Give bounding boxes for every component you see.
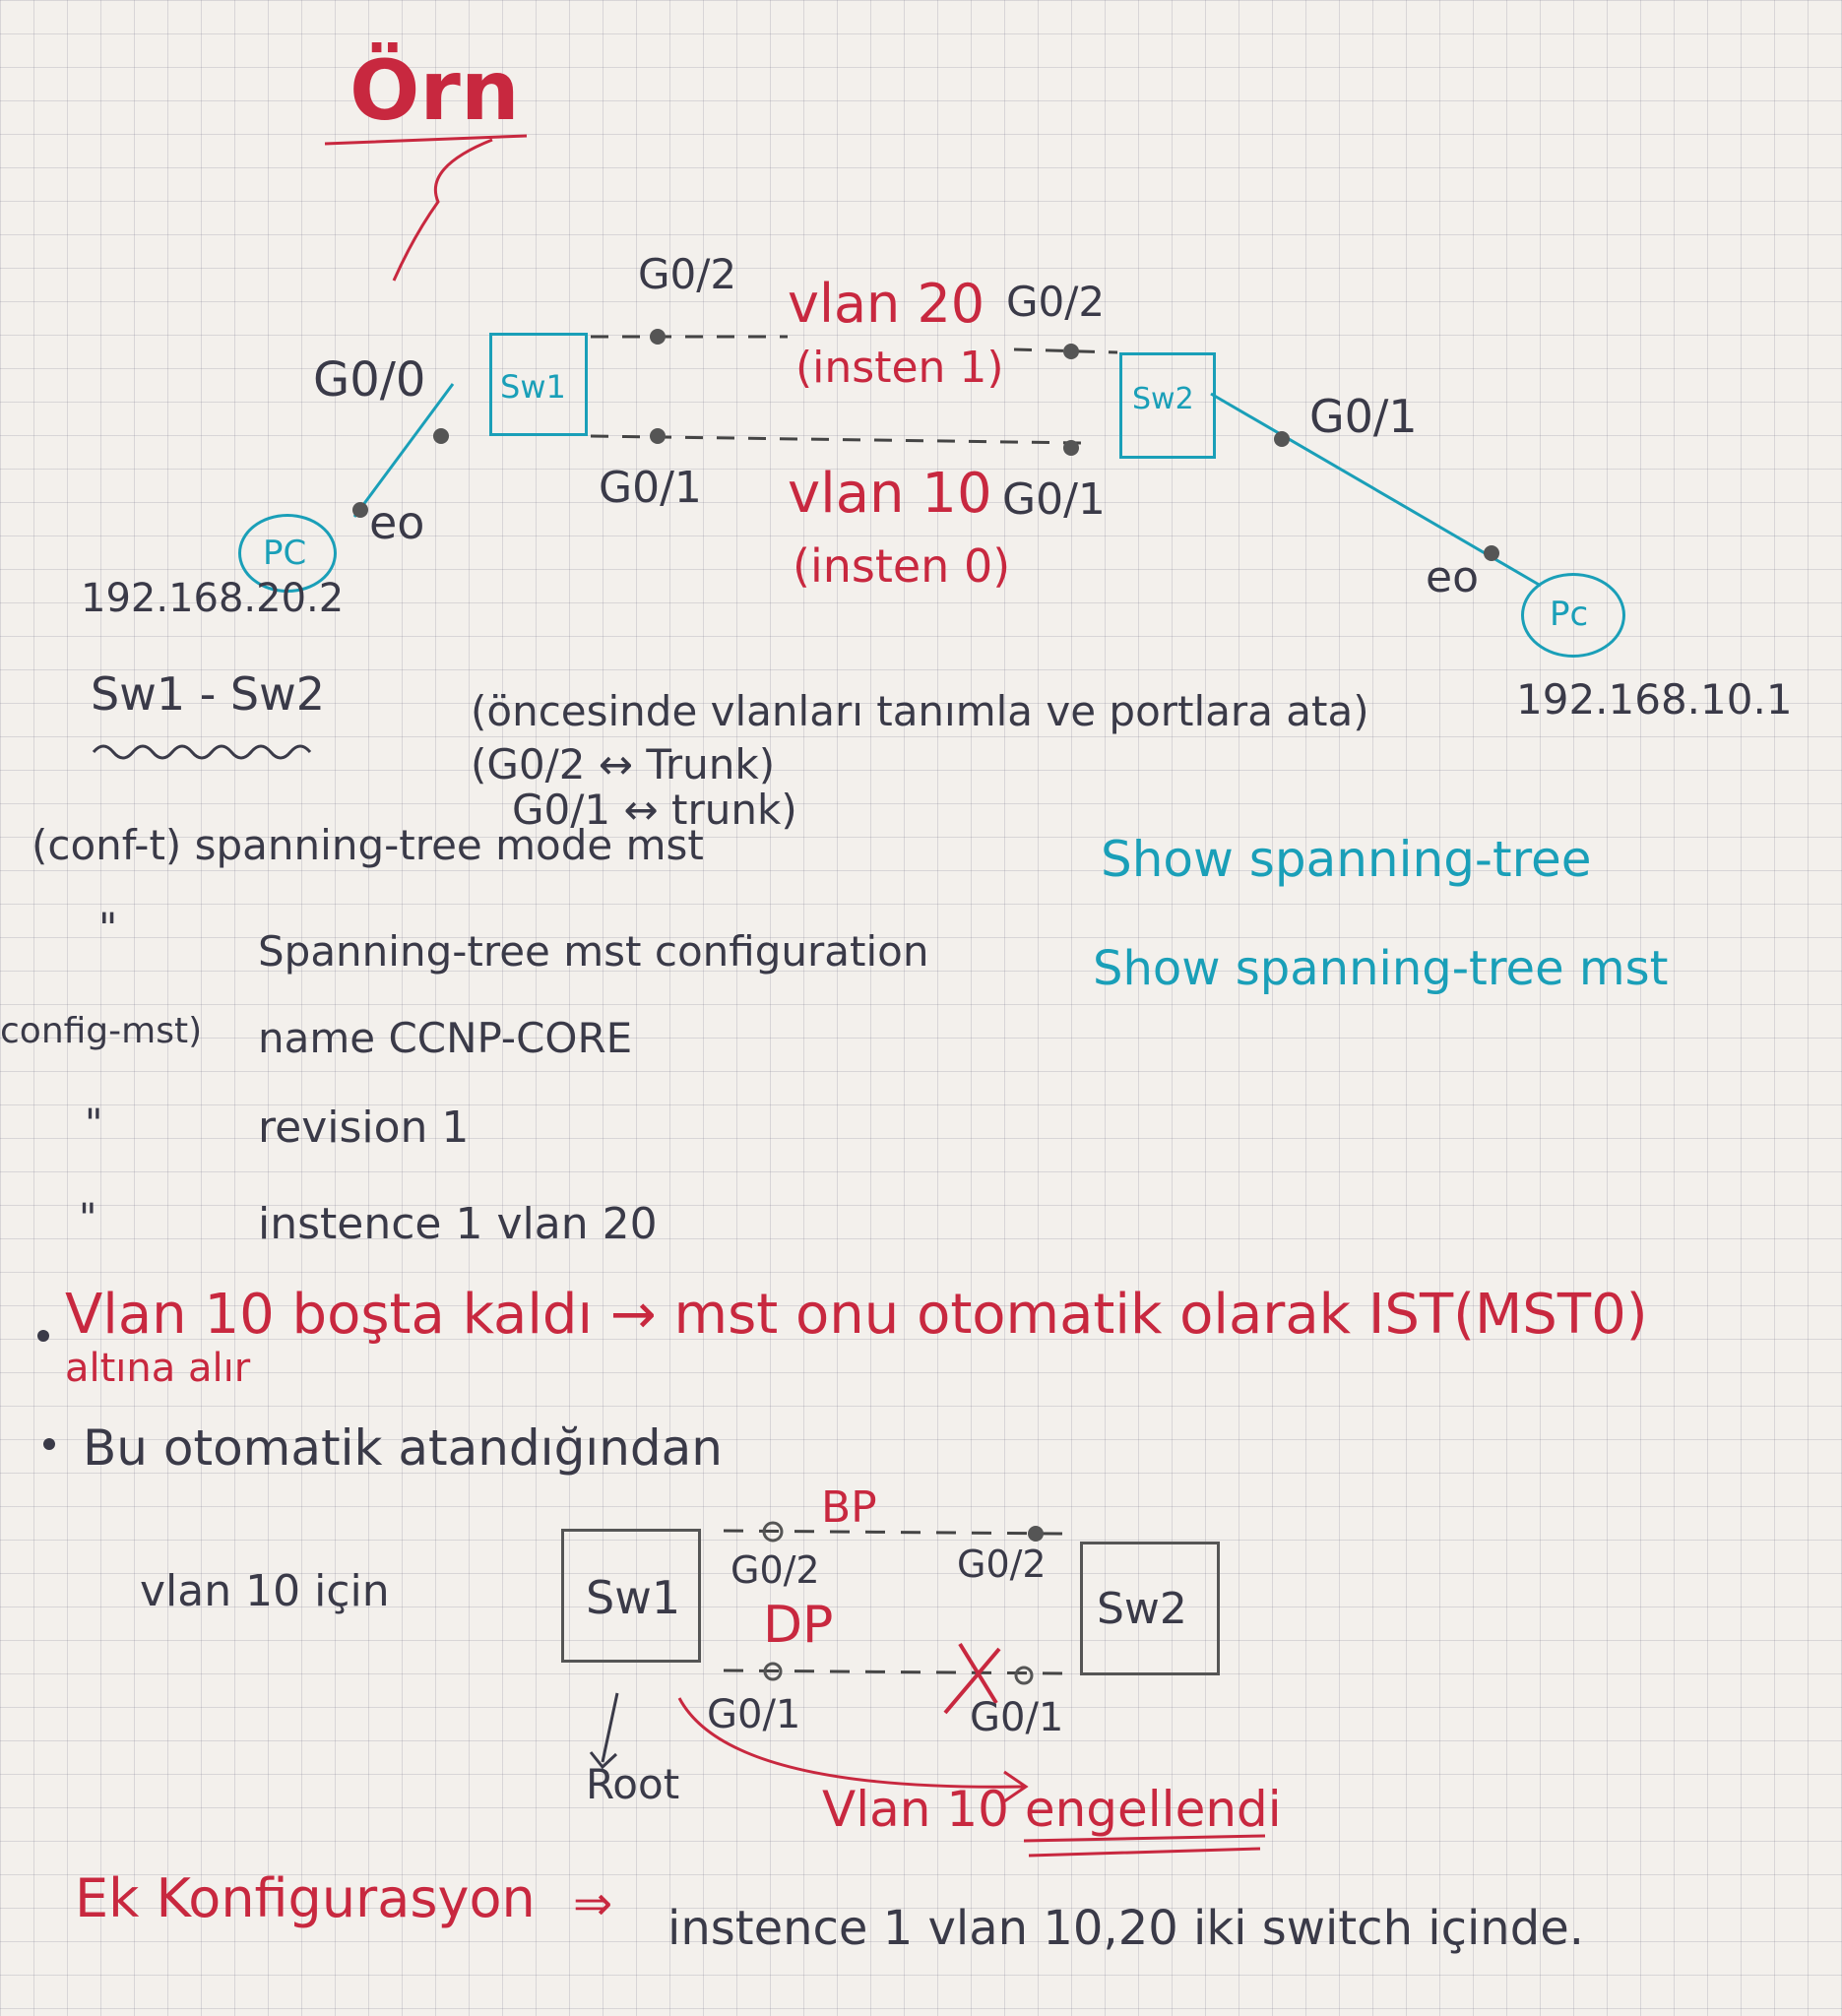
show-command: Show spanning-tree xyxy=(1101,831,1592,888)
root-label: Root xyxy=(586,1760,680,1808)
config-note: (G0/2 ↔ Trunk) xyxy=(471,740,776,788)
instance-label: (insten 1) xyxy=(795,343,1004,393)
port-label: G0/0 xyxy=(313,352,426,408)
port-label: G0/2 xyxy=(730,1548,820,1592)
port-role-dp: DP xyxy=(763,1596,834,1655)
port-role-bp: BP xyxy=(821,1482,877,1533)
port-label: G0/2 xyxy=(638,250,737,298)
show-command: Show spanning-tree mst xyxy=(1093,941,1669,996)
config-line: Spanning-tree mst configuration xyxy=(258,927,929,976)
port-label: G0/1 xyxy=(1002,474,1106,525)
switch-sw2-bottom: Sw2 xyxy=(1080,1542,1220,1675)
interface-label: eo xyxy=(1426,552,1479,602)
instance-label: (insten 0) xyxy=(793,539,1011,593)
pc-right: Pc xyxy=(1521,573,1625,658)
note-bullet: Bu otomatik atandığından xyxy=(83,1419,723,1477)
ditto-mark: " xyxy=(79,1196,97,1241)
port-label: G0/2 xyxy=(1006,278,1106,326)
port-label: G0/2 xyxy=(957,1543,1047,1586)
extra-config-label: Ek Konfigurasyon xyxy=(75,1867,536,1929)
switch-label: Sw1 xyxy=(500,368,566,406)
port-label: G0/1 xyxy=(707,1692,801,1737)
switch-sw1: Sw1 xyxy=(489,333,588,436)
config-note: (öncesinde vlanları tanımla ve portlara … xyxy=(471,687,1369,735)
ditto-mark: " xyxy=(98,904,118,952)
port-label: G0/1 xyxy=(970,1695,1064,1740)
switch-label: Sw1 xyxy=(586,1571,681,1624)
switch-label: Sw2 xyxy=(1097,1584,1187,1634)
vlan-scope-label: vlan 10 için xyxy=(140,1566,390,1616)
config-line: (conf-t) spanning-tree mode mst xyxy=(32,821,704,869)
vlan-label: vlan 20 xyxy=(788,273,985,335)
page-title: Örn xyxy=(349,42,520,139)
note-bullet-cont: altına alır xyxy=(65,1346,251,1391)
ip-address-left: 192.168.20.2 xyxy=(81,576,345,621)
switch-label: Sw2 xyxy=(1132,382,1194,416)
interface-label: eo xyxy=(369,496,425,549)
blocked-label: Vlan 10 engellendi xyxy=(822,1781,1282,1838)
switch-sw2: Sw2 xyxy=(1119,352,1216,459)
config-line: revision 1 xyxy=(258,1102,470,1153)
pc-label: Pc xyxy=(1550,595,1589,634)
note-bullet: Vlan 10 boşta kaldı → mst onu otomatik o… xyxy=(65,1283,1648,1347)
switch-sw1-bottom: Sw1 xyxy=(561,1529,701,1663)
config-heading: Sw1 - Sw2 xyxy=(91,667,326,721)
pc-label: PC xyxy=(263,534,307,573)
implies-arrow: ⇒ xyxy=(573,1876,613,1931)
extra-config-text: instence 1 vlan 10,20 iki switch içinde. xyxy=(667,1901,1584,1956)
port-label: G0/1 xyxy=(599,463,702,513)
vlan-label: vlan 10 xyxy=(788,462,992,526)
ip-address-right: 192.168.10.1 xyxy=(1516,675,1793,724)
config-line: instence 1 vlan 20 xyxy=(258,1199,658,1249)
config-line: name CCNP-CORE xyxy=(258,1014,633,1062)
config-prefix: config-mst) xyxy=(0,1011,203,1051)
port-label: G0/1 xyxy=(1309,390,1418,443)
pc-left: PC xyxy=(238,514,337,593)
config-note: G0/1 ↔ trunk) xyxy=(512,786,797,834)
ditto-mark: " xyxy=(85,1102,103,1147)
